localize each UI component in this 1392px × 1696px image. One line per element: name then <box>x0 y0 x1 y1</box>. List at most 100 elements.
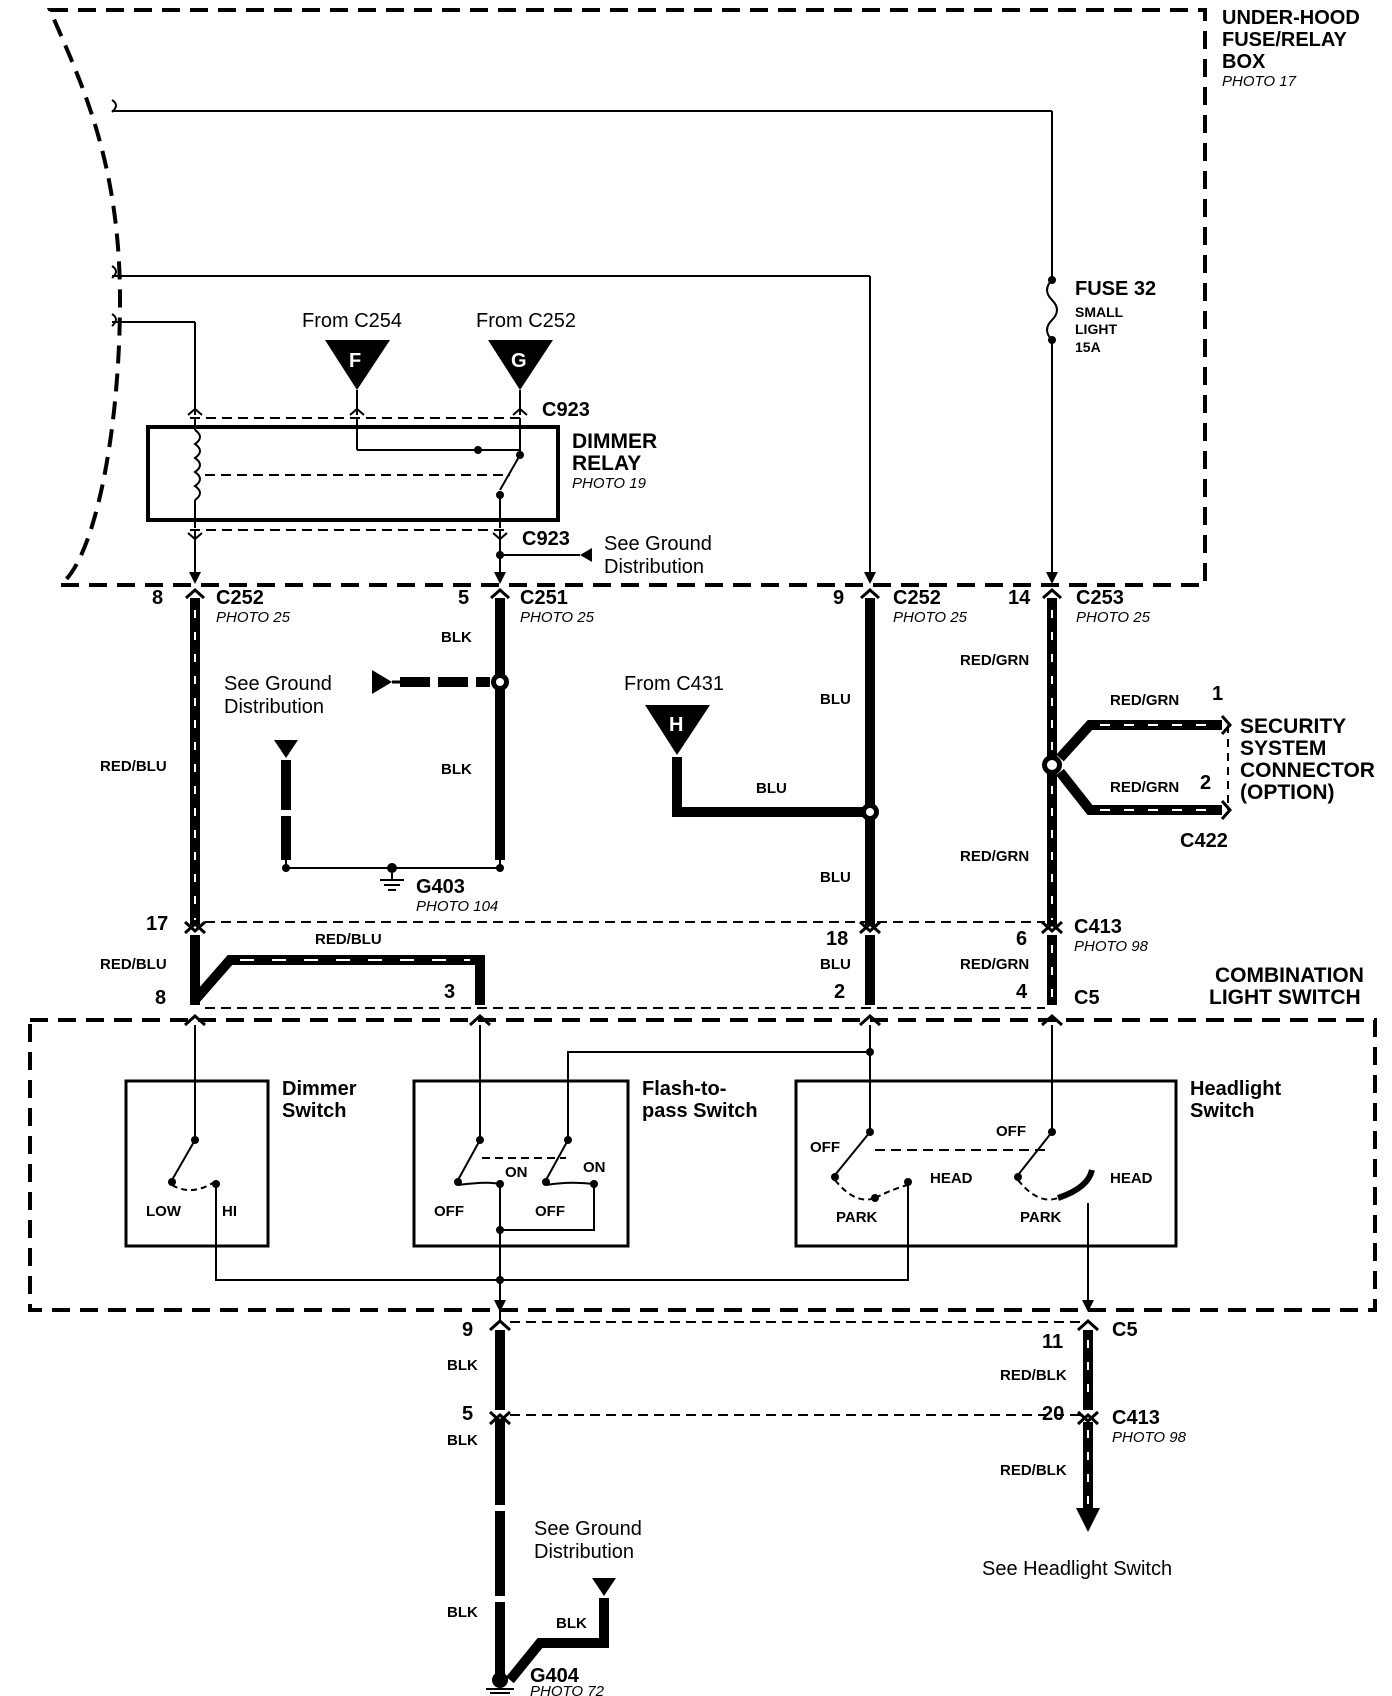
headlight-switch: Headlight Switch OFF OFF PARK PARK HEAD … <box>794 1078 1281 1248</box>
svg-text:G: G <box>511 350 527 372</box>
svg-text:Flash-to-: Flash-to- <box>642 1078 726 1100</box>
svg-text:3: 3 <box>444 981 455 1003</box>
svg-text:2: 2 <box>834 981 845 1003</box>
svg-text:PHOTO 25: PHOTO 25 <box>216 609 291 626</box>
svg-text:C252: C252 <box>216 587 264 609</box>
svg-text:RED/BLU: RED/BLU <box>315 931 382 948</box>
c923-bottom-label: C923 <box>522 528 570 550</box>
svg-text:RELAY: RELAY <box>572 452 641 475</box>
svg-text:9: 9 <box>462 1319 473 1341</box>
svg-text:F: F <box>349 350 361 372</box>
svg-text:LOW: LOW <box>146 1203 182 1220</box>
svg-text:ON: ON <box>583 1159 606 1176</box>
svg-text:RED/GRN: RED/GRN <box>1110 779 1179 796</box>
from-c254-ref: From C254 F <box>302 310 402 415</box>
svg-text:OFF: OFF <box>996 1123 1026 1140</box>
svg-text:BLK: BLK <box>447 1357 478 1374</box>
svg-text:C253: C253 <box>1076 587 1124 609</box>
under-hood-box-label: UNDER-HOOD FUSE/RELAY BOX PHOTO 17 <box>1222 7 1360 90</box>
svg-text:5: 5 <box>458 587 469 609</box>
left-ground-ref: See Ground Distribution <box>224 673 332 718</box>
svg-text:See Ground: See Ground <box>224 673 332 695</box>
switch-contacts <box>168 1048 1056 1284</box>
svg-text:RED/GRN: RED/GRN <box>960 956 1029 973</box>
svg-text:SMALL: SMALL <box>1075 304 1124 320</box>
svg-text:CONNECTOR: CONNECTOR <box>1240 759 1375 782</box>
g403-ground: G403 PHOTO 104 <box>274 740 504 915</box>
svg-text:SYSTEM: SYSTEM <box>1240 737 1326 760</box>
svg-text:RED/BLU: RED/BLU <box>100 758 167 775</box>
wire-blu: BLU BLU <box>820 598 879 925</box>
svg-text:PHOTO 98: PHOTO 98 <box>1112 1429 1187 1446</box>
flash-to-pass-switch: Flash-to- pass Switch ON ON OFF OFF <box>412 1078 758 1248</box>
wire-red-blu-left: RED/BLU <box>100 598 200 925</box>
svg-text:2: 2 <box>1200 772 1211 794</box>
bottom-ground-ref: See Ground Distribution BLK <box>506 1518 642 1684</box>
svg-text:Switch: Switch <box>282 1100 346 1122</box>
combination-switch-border <box>28 1018 1377 1312</box>
svg-text:11: 11 <box>1042 1331 1063 1353</box>
svg-text:(OPTION): (OPTION) <box>1240 781 1335 804</box>
svg-text:LIGHT: LIGHT <box>1075 321 1117 337</box>
svg-text:UNDER-HOOD: UNDER-HOOD <box>1222 7 1360 29</box>
svg-text:20: 20 <box>1042 1403 1064 1425</box>
wire-blk-bottom: BLK BLK BLK <box>447 1330 505 1680</box>
svg-text:C5: C5 <box>1074 987 1100 1009</box>
svg-text:Distribution: Distribution <box>534 1541 634 1563</box>
svg-text:PHOTO 98: PHOTO 98 <box>1074 938 1149 955</box>
svg-text:OFF: OFF <box>535 1203 565 1220</box>
svg-text:BLK: BLK <box>447 1604 478 1621</box>
g404-ground: G404 PHOTO 72 <box>486 1665 605 1696</box>
svg-text:PHOTO 19: PHOTO 19 <box>572 475 647 492</box>
svg-text:H: H <box>669 714 683 736</box>
svg-text:4: 4 <box>1016 981 1028 1003</box>
svg-text:PHOTO 72: PHOTO 72 <box>530 1683 605 1696</box>
connector-row-top: 8 C252 PHOTO 25 5 C251 PHOTO 25 9 C252 P… <box>152 587 1151 626</box>
svg-text:DIMMER: DIMMER <box>572 430 657 453</box>
svg-text:PHOTO 25: PHOTO 25 <box>893 609 968 626</box>
svg-text:G404: G404 <box>530 1665 580 1687</box>
svg-text:SECURITY: SECURITY <box>1240 715 1346 738</box>
svg-text:FUSE 32: FUSE 32 <box>1075 278 1156 300</box>
svg-text:BLK: BLK <box>441 629 472 646</box>
svg-text:C413: C413 <box>1112 1407 1160 1429</box>
svg-text:BLU: BLU <box>820 869 851 886</box>
relay-ground-ref: See Ground Distribution <box>604 533 712 578</box>
c5-bottom-connector: 9 11 C5 <box>462 1318 1138 1353</box>
svg-text:17: 17 <box>146 913 168 935</box>
svg-text:PHOTO 104: PHOTO 104 <box>416 898 498 915</box>
svg-text:C5: C5 <box>1112 1319 1138 1341</box>
svg-text:BLK: BLK <box>556 1615 587 1632</box>
svg-text:COMBINATION: COMBINATION <box>1215 964 1364 987</box>
svg-text:PHOTO 25: PHOTO 25 <box>520 609 595 626</box>
under-hood-box-border <box>46 8 1207 587</box>
wires-c413-to-c5: RED/BLU RED/BLU BLU RED/GRN <box>100 931 1057 1005</box>
svg-text:PHOTO 25: PHOTO 25 <box>1076 609 1151 626</box>
from-c252-ref: From C252 G <box>476 310 576 415</box>
svg-text:Distribution: Distribution <box>604 556 704 578</box>
svg-text:RED/BLK: RED/BLK <box>1000 1462 1067 1479</box>
svg-text:8: 8 <box>155 987 166 1009</box>
svg-text:HI: HI <box>222 1203 237 1220</box>
svg-text:HEAD: HEAD <box>930 1170 973 1187</box>
svg-text:9: 9 <box>833 587 844 609</box>
svg-text:G403: G403 <box>416 876 465 898</box>
svg-text:BLK: BLK <box>441 761 472 778</box>
svg-text:PARK: PARK <box>836 1209 878 1226</box>
see-headlight-switch-label: See Headlight Switch <box>982 1558 1172 1580</box>
svg-text:18: 18 <box>826 928 848 950</box>
svg-text:RED/GRN: RED/GRN <box>1110 692 1179 709</box>
svg-text:HEAD: HEAD <box>1110 1170 1153 1187</box>
svg-text:FUSE/RELAY: FUSE/RELAY <box>1222 29 1348 51</box>
svg-text:ON: ON <box>505 1164 528 1181</box>
svg-text:BLU: BLU <box>820 956 851 973</box>
svg-text:C413: C413 <box>1074 916 1122 938</box>
box-feed-wires <box>111 99 1058 575</box>
c413-bottom-connector: 5 20 C413 PHOTO 98 <box>462 1403 1187 1446</box>
svg-text:PARK: PARK <box>1020 1209 1062 1226</box>
dimmer-switch: Dimmer Switch LOW HI <box>124 1078 357 1248</box>
svg-text:From C252: From C252 <box>476 310 576 332</box>
svg-text:RED/BLU: RED/BLU <box>100 956 167 973</box>
